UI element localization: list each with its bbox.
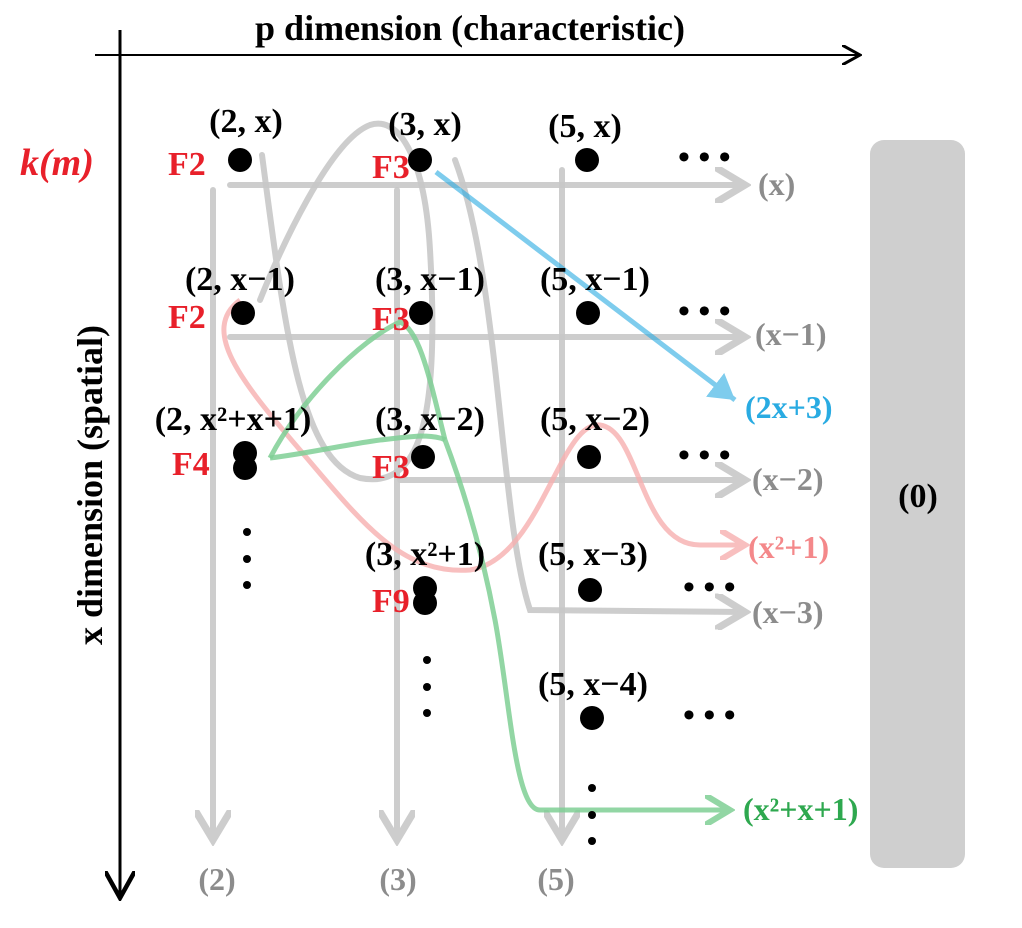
generic-point-label: (0) <box>898 478 938 515</box>
field-label: F3 <box>372 449 410 486</box>
residue-field-label: k(m) <box>20 142 94 184</box>
point-label: (5, x−2) <box>540 401 650 438</box>
ellipsis: • • • <box>678 293 731 330</box>
point-label: (2, x−1) <box>185 261 295 298</box>
point-label: (5, x−1) <box>540 261 650 298</box>
ellipsis: • • • <box>683 569 736 606</box>
points <box>228 148 604 730</box>
ellipsis: • • • <box>678 437 731 474</box>
vertical-ellipsis <box>243 528 596 845</box>
curve-x2-plus-x-plus-1 <box>267 319 730 810</box>
x-axis-label: x dimension (spatial) <box>70 325 110 645</box>
ellipsis: • • • <box>683 697 736 734</box>
point-label: (5, x−4) <box>538 666 648 703</box>
curve-x2-plus-x-plus-1-loop <box>269 433 447 461</box>
column-label: (3) <box>379 861 416 897</box>
curve-label-blue: (2x+3) <box>745 389 833 425</box>
generic-point-bar <box>870 140 965 868</box>
row-label: (x−2) <box>752 461 824 497</box>
field-label: F9 <box>372 583 410 620</box>
point-label: (5, x) <box>548 108 622 145</box>
curve-2x-plus-3 <box>434 170 737 402</box>
row-label: (x−3) <box>752 594 824 630</box>
field-label: F4 <box>172 446 210 483</box>
curve-x2-plus-1 <box>221 298 745 573</box>
point-label: (3, x−1) <box>375 261 485 298</box>
p-axis-label: p dimension (characteristic) <box>255 8 685 48</box>
field-label: F3 <box>372 301 410 338</box>
column-label: (5) <box>537 861 574 897</box>
point-label: (3, x) <box>388 106 462 143</box>
field-label: F3 <box>372 149 410 186</box>
generic-curve-x-3 <box>452 157 745 612</box>
point-label: (2, x²+x+1) <box>155 401 312 438</box>
row-label: (x−1) <box>755 316 827 352</box>
curve-label-pink: (x²+1) <box>748 529 829 565</box>
row-label: (x) <box>758 166 795 202</box>
point-label: (5, x−3) <box>538 536 648 573</box>
point-label: (3, x²+1) <box>365 536 485 573</box>
point-label: (2, x) <box>209 103 283 140</box>
column-label: (2) <box>198 861 235 897</box>
field-label: F2 <box>168 299 206 336</box>
ellipsis: • • • <box>678 139 731 176</box>
point-label: (3, x−2) <box>375 401 485 438</box>
generic-curve <box>257 120 436 483</box>
curve-label-green: (x²+x+1) <box>743 791 858 827</box>
field-label: F2 <box>168 146 206 183</box>
